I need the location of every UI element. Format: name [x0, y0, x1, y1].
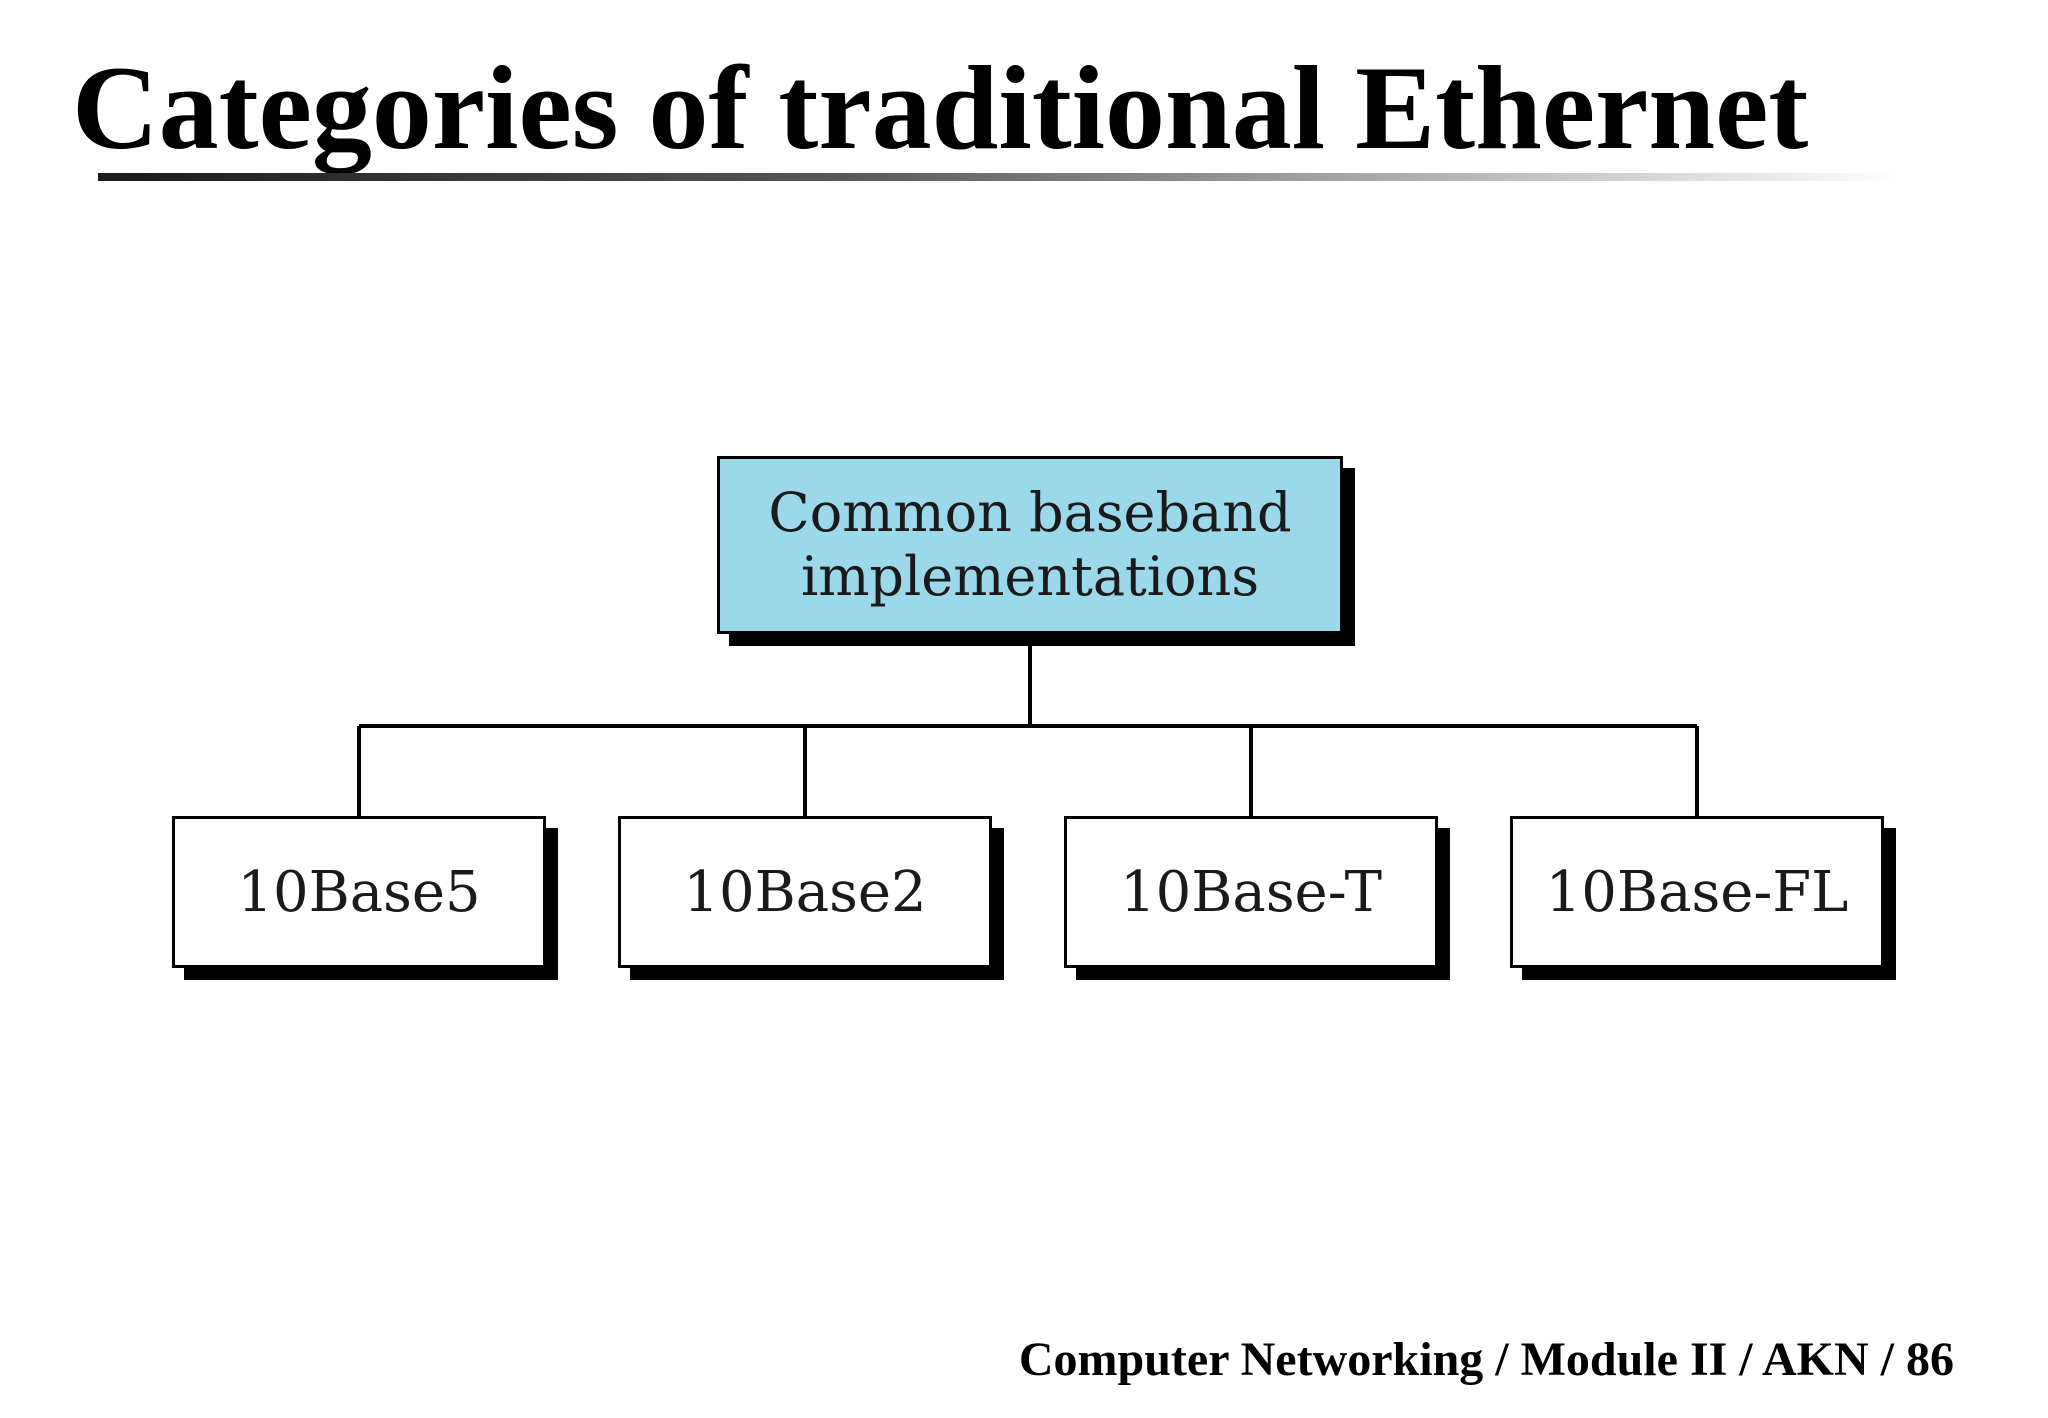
- slide-footer: Computer Networking / Module II / AKN / …: [1018, 1333, 1954, 1386]
- leaf-node-10base5: 10Base5: [172, 816, 546, 968]
- root-node-common-baseband: Common baseband implementations: [717, 456, 1343, 634]
- leaf-node-10base-t: 10Base-T: [1064, 816, 1438, 968]
- title-underline: [98, 173, 1898, 181]
- slide-title: Categories of traditional Ethernet: [72, 41, 1809, 174]
- leaf-node-10base2: 10Base2: [618, 816, 992, 968]
- leaf-node-10base-fl: 10Base-FL: [1510, 816, 1884, 968]
